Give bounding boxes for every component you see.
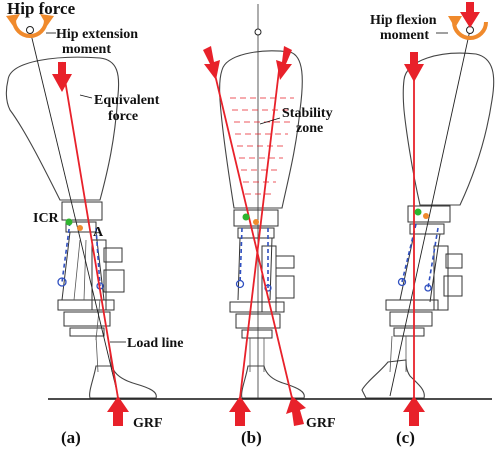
socket-outline-b bbox=[219, 50, 303, 209]
panel-b: Stability zone GRF (b) bbox=[203, 4, 336, 447]
hip-extension-moment-label-line2: moment bbox=[62, 42, 111, 57]
knee-mechanism-c bbox=[385, 205, 463, 337]
panel-c-label: (c) bbox=[396, 428, 415, 447]
panel-a-label: (a) bbox=[61, 428, 81, 447]
pylon-c bbox=[389, 335, 407, 373]
grf-label-a: GRF bbox=[133, 416, 163, 431]
knee-mechanism-a bbox=[57, 201, 125, 341]
foot-c bbox=[361, 359, 425, 399]
hip-force-arrow-c bbox=[460, 2, 480, 28]
hip-flexion-moment-label-line2: moment bbox=[380, 28, 429, 43]
panel-a: Hip force Hip extension moment Equivalen… bbox=[5, 0, 183, 447]
icr-point-a bbox=[65, 218, 73, 226]
equivalent-force-label-line2: force bbox=[108, 109, 138, 124]
load-line-b2 bbox=[239, 61, 281, 399]
grf-label-b: GRF bbox=[306, 416, 336, 431]
socket-outline-c bbox=[402, 52, 495, 206]
socket-outline-a bbox=[5, 56, 120, 201]
pylon-b bbox=[249, 338, 265, 372]
foot-b bbox=[241, 365, 305, 399]
load-line-label: Load line bbox=[127, 336, 183, 351]
stability-zone-label-line2: zone bbox=[296, 121, 323, 136]
load-line-a bbox=[61, 61, 119, 399]
panel-b-label: (b) bbox=[241, 428, 262, 447]
force-arrow-b-left bbox=[203, 46, 220, 80]
icr-point-b bbox=[242, 213, 250, 221]
equivalent-force-label-line1: Equivalent bbox=[94, 93, 160, 108]
stability-zone-label-line1: Stability bbox=[282, 106, 333, 121]
panel-c: Hip flexion moment (c) bbox=[361, 2, 495, 447]
force-arrow-c-top bbox=[404, 52, 424, 82]
hip-extension-moment-arrow bbox=[12, 19, 48, 38]
grf-arrow-c bbox=[403, 396, 425, 426]
hip-flexion-moment-arrow bbox=[452, 21, 488, 40]
hip-force-label: Hip force bbox=[7, 0, 76, 18]
grf-arrow-b-right bbox=[286, 396, 306, 426]
icr-point-c bbox=[414, 208, 422, 216]
icr-label: ICR bbox=[33, 211, 60, 226]
stability-zone bbox=[230, 97, 294, 195]
force-arrow-b-right bbox=[276, 46, 292, 80]
foot-a bbox=[89, 365, 157, 399]
load-line-b1 bbox=[211, 61, 293, 399]
grf-arrow-a bbox=[107, 396, 129, 426]
hip-flexion-moment-label-line1: Hip flexion bbox=[370, 13, 437, 28]
pylon-a bbox=[95, 335, 113, 373]
linkage-b bbox=[239, 227, 269, 288]
hip-extension-moment-label-line1: Hip extension bbox=[56, 27, 138, 42]
grf-arrow-b-left bbox=[229, 396, 251, 426]
point-a-label: A bbox=[93, 225, 104, 240]
linkage-a bbox=[61, 221, 101, 287]
equivalent-force-arrow bbox=[52, 62, 72, 92]
knee-mechanism-b bbox=[229, 209, 295, 339]
